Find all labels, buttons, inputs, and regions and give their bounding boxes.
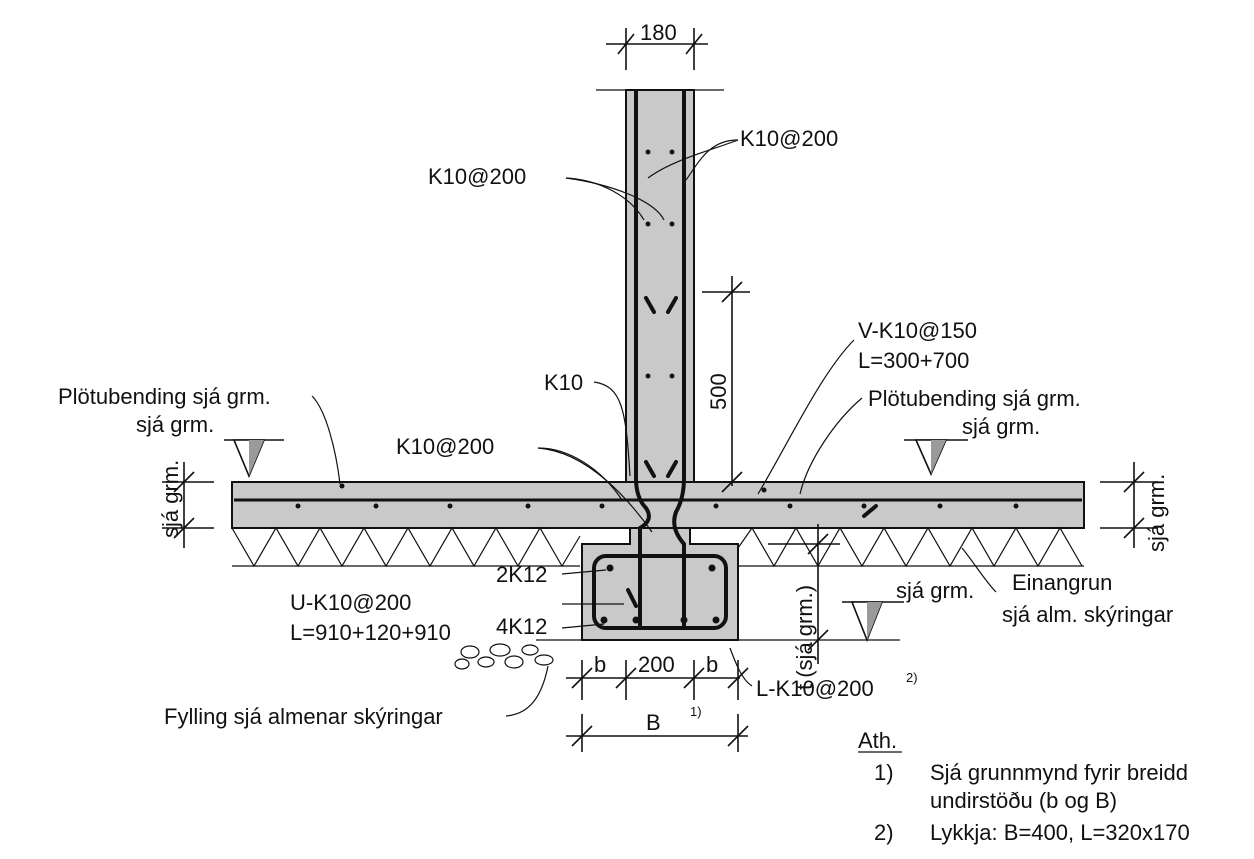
label-plotubending-right-2: sjá grm. [962, 414, 1040, 439]
dimension-wall-width [606, 28, 708, 70]
dim-B-label: B [646, 710, 661, 735]
dim-wall-width-label: 180 [640, 20, 677, 45]
dim-footing-t-label: t (sjá grm.) [792, 585, 817, 690]
label-plotubending-left-2: sjá grm. [136, 412, 214, 437]
label-k10-200-wall-left: K10@200 [428, 164, 526, 189]
label-v-k10-150: V-K10@150 [858, 318, 977, 343]
dimension-footing-B [566, 714, 749, 752]
label-k10-200-wall-right: K10@200 [740, 126, 838, 151]
level-marker-right [904, 439, 968, 476]
notes-heading: Ath. [858, 728, 897, 753]
label-u-k10-200: U-K10@200 [290, 590, 411, 615]
footing-stirrup [592, 554, 728, 630]
insulation-layer [231, 526, 1084, 568]
dim-b-right-label: b [706, 652, 718, 677]
label-plotubending-left-1: Plötubending sjá grm. [58, 384, 271, 409]
note-2-line-1: Lykkja: B=400, L=320x170 [930, 820, 1190, 845]
floor-slab [231, 481, 1085, 529]
dim-slab-right-label: sjá grm. [1144, 474, 1169, 552]
gravel-fill [454, 643, 554, 670]
dim-b-left-label: b [594, 652, 606, 677]
note-2-number: 2) [874, 820, 894, 845]
note-1-line-2: undirstöðu (b og B) [930, 788, 1117, 813]
level-marker-footing [842, 601, 904, 643]
dimension-slab-right [1100, 462, 1158, 548]
label-k10-200-junction: K10@200 [396, 434, 494, 459]
note-1-number: 1) [874, 760, 894, 785]
label-fylling: Fylling sjá almenar skýringar [164, 704, 443, 729]
rebar-chevrons [626, 296, 878, 608]
dimension-slab-left [162, 462, 214, 548]
label-l-k10-200-footnote: 2) [906, 670, 918, 685]
label-2k12: 2K12 [496, 562, 547, 587]
leader-lines [311, 139, 997, 717]
label-footing-level: sjá grm. [896, 578, 974, 603]
label-v-k10-150-length: L=300+700 [858, 348, 969, 373]
dimension-500 [702, 276, 750, 493]
dim-slab-left-label: sjá grm. [158, 460, 183, 538]
wall-vertical-bars [634, 90, 686, 627]
label-einangrun-1: Einangrun [1012, 570, 1112, 595]
label-k10: K10 [544, 370, 583, 395]
dimension-footing-parts [566, 660, 749, 700]
level-marker-left [224, 439, 284, 479]
label-4k12: 4K12 [496, 614, 547, 639]
note-1-line-1: Sjá grunnmynd fyrir breidd [930, 760, 1188, 785]
dimension-footing-t [768, 524, 840, 664]
label-l-k10-200: L-K10@200 [756, 676, 874, 701]
label-plotubending-right-1: Plötubending sjá grm. [868, 386, 1081, 411]
rebar-dots [295, 149, 1019, 624]
dim-500-label: 500 [706, 373, 731, 410]
dim-200-label: 200 [638, 652, 675, 677]
dim-B-footnote: 1) [690, 704, 702, 719]
label-u-k10-200-length: L=910+120+910 [290, 620, 451, 645]
label-einangrun-2: sjá alm. skýringar [1002, 602, 1173, 627]
